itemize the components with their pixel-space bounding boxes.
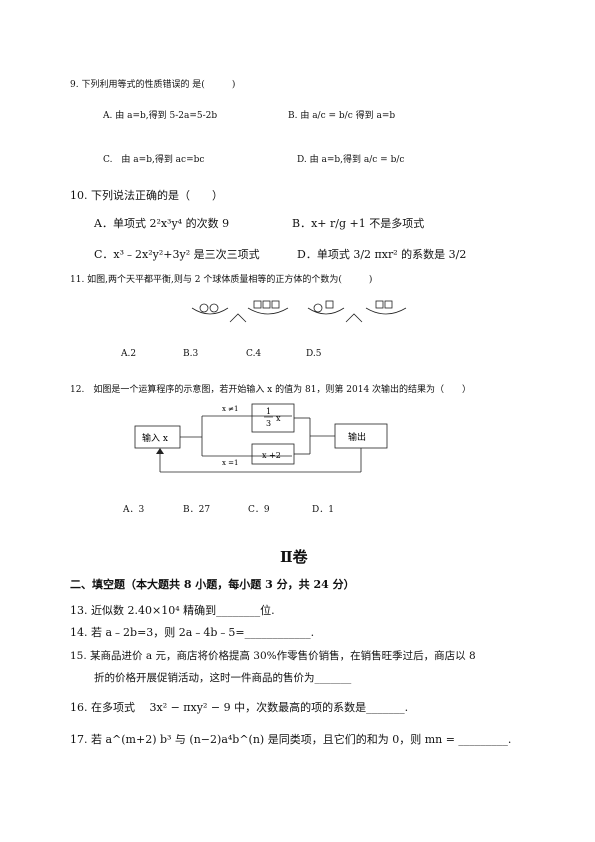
section-title: Ⅱ卷: [280, 548, 308, 566]
flow-output-label: 输出: [348, 431, 366, 443]
flow-frac-den: 3: [266, 419, 271, 428]
section-subtitle: 二、填空题（本大题共 8 小题，每小题 3 分，共 24 分）: [70, 578, 355, 591]
q13-text: 13. 近似数 2.40×10⁴ 精确到________位.: [70, 604, 275, 617]
q9-option-d: D. 由 a=b,得到 a/c = b/c: [297, 155, 405, 165]
q12-option-b: B．27: [183, 505, 211, 515]
flow-cond-bottom: x =1: [222, 459, 239, 467]
q10-option-d: D．单项式 3/2 πxr² 的系数是 3/2: [297, 248, 467, 261]
flow-input-label: 输入 x: [142, 432, 168, 444]
flow-frac-num: 1: [266, 407, 271, 416]
q15-line2: 折的价格开展促销活动，这时一件商品的售价为_______: [94, 672, 352, 684]
q14-text: 14. 若 a﹣2b=3，则 2a﹣4b﹣5=____________.: [70, 626, 315, 639]
flow-frac-var: x: [276, 414, 281, 423]
q9-option-a: A. 由 a=b,得到 5-2a=5-2b: [103, 111, 218, 121]
q9-option-b: B. 由 a/c = b/c 得到 a=b: [288, 111, 396, 121]
q10-option-a: A．单项式 2²x³y⁴ 的次数 9: [94, 217, 230, 230]
q12-stem: 12. 如图是一个运算程序的示意图，若开始输入 x 的值为 81，则第 2014…: [70, 385, 472, 395]
operation-flowchart: 输入 x 输出 x ≠1 x =1 1 3 x x +2: [134, 403, 388, 473]
q11-option-a: A.2: [121, 349, 137, 359]
q10-stem: 10. 下列说法正确的是（ ）: [70, 189, 223, 202]
q12-option-a: A．3: [123, 505, 145, 515]
divide-by-three-box: [251, 403, 295, 433]
return-arrow-icon: [156, 448, 164, 454]
q17-text: 17. 若 a^(m+2) b³ 与 (n−2)a⁴b^(n) 是同类项，且它们…: [70, 733, 512, 746]
q11-option-d: D.5: [306, 349, 322, 359]
flow-add-two: x +2: [262, 451, 281, 460]
q9-option-c: C. 由 a=b,得到 ac=bc: [103, 155, 205, 165]
q12-option-c: C．9: [248, 505, 270, 515]
q12-option-d: D．1: [312, 505, 334, 515]
q15-line1: 15. 某商品进价 a 元，商店将价格提高 30%作零售价销售，在销售旺季过后，…: [70, 650, 476, 662]
q9-stem: 9. 下列利用等式的性质错误的 是( ): [70, 80, 236, 90]
q10-option-b: B．x+ r/g +1 不是多项式: [292, 217, 425, 230]
q16-text: 16. 在多项式 3x² − πxy² − 9 中，次数最高的项的系数是____…: [70, 701, 409, 714]
q11-option-c: C.4: [246, 349, 262, 359]
q11-stem: 11. 如图,两个天平都平衡,则与 2 个球体质量相等的正方体的个数为( ): [70, 275, 373, 285]
q11-option-b: B.3: [183, 349, 199, 359]
balance-scales-figure: [191, 300, 407, 323]
flow-cond-top: x ≠1: [222, 405, 239, 413]
q10-option-c: C．x³﹣2x²y²+3y² 是三次三项式: [94, 248, 260, 261]
